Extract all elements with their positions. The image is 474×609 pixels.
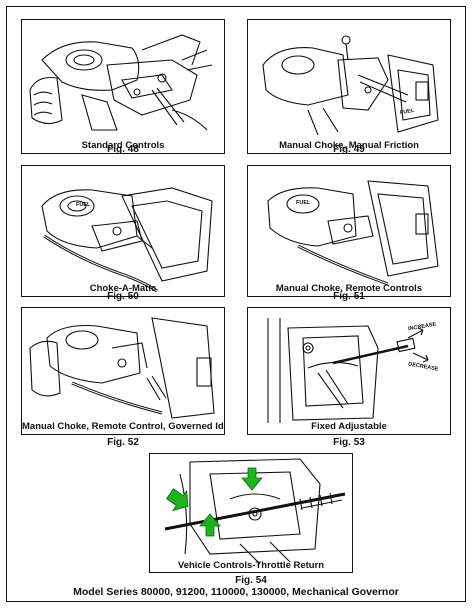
figure-49-panel: FUEL Manual Choke, Manual Friction (247, 19, 451, 154)
figure-54-caption: Vehicle Controls-Throttle Return (177, 560, 325, 571)
figure-50-label: Fig. 50 (107, 291, 139, 302)
figure-51-fuel-text: FUEL (296, 200, 311, 206)
figure-51-caption: Manual Choke, Remote Controls (275, 283, 423, 294)
figure-50-fuel-text: FUEL (76, 202, 91, 208)
figure-48-label: Fig. 48 (107, 144, 139, 155)
figure-49-label: Fig. 49 (333, 144, 365, 155)
figure-48-drawing (29, 34, 213, 131)
figure-54-label: Fig. 54 (235, 575, 267, 586)
figure-52-label: Fig. 52 (107, 437, 139, 448)
figure-49-caption: Manual Choke, Manual Friction (279, 140, 419, 151)
figure-54-drawing (164, 458, 346, 565)
figure-53-label: Fig. 53 (333, 437, 365, 448)
figure-50-drawing (41, 187, 213, 293)
model-series-footer: Model Series 80000, 91200, 110000, 13000… (73, 586, 399, 598)
figure-52-panel: Manual Choke, Remote Control, Governed I… (21, 307, 225, 435)
figure-49-drawing (262, 35, 439, 136)
figure-51-drawing (267, 180, 439, 286)
figure-48-caption: Standard Controls (81, 140, 165, 151)
figure-51-label: Fig. 51 (333, 291, 365, 302)
diagram-sheet: Standard Controls Fig. 48 FUEL Manual Ch… (6, 6, 466, 602)
figure-53-drawing (267, 318, 429, 423)
figure-51-panel: FUEL Manual Choke, Remote Controls (247, 165, 451, 297)
figure-48-panel: Standard Controls (21, 19, 225, 154)
figure-54-panel: Vehicle Controls-Throttle Return (149, 453, 353, 573)
figure-52-drawing (29, 317, 215, 419)
figure-53-caption: Fixed Adjustable (311, 421, 387, 432)
figure-50-panel: FUEL Choke-A-Matic (21, 165, 225, 297)
figure-52-caption: Manual Choke, Remote Control, Governed I… (22, 421, 225, 432)
figure-50-caption: Choke-A-Matic (89, 283, 157, 294)
figure-53-panel: INCREASE DECREASE Fixed Adjustable (247, 307, 451, 435)
